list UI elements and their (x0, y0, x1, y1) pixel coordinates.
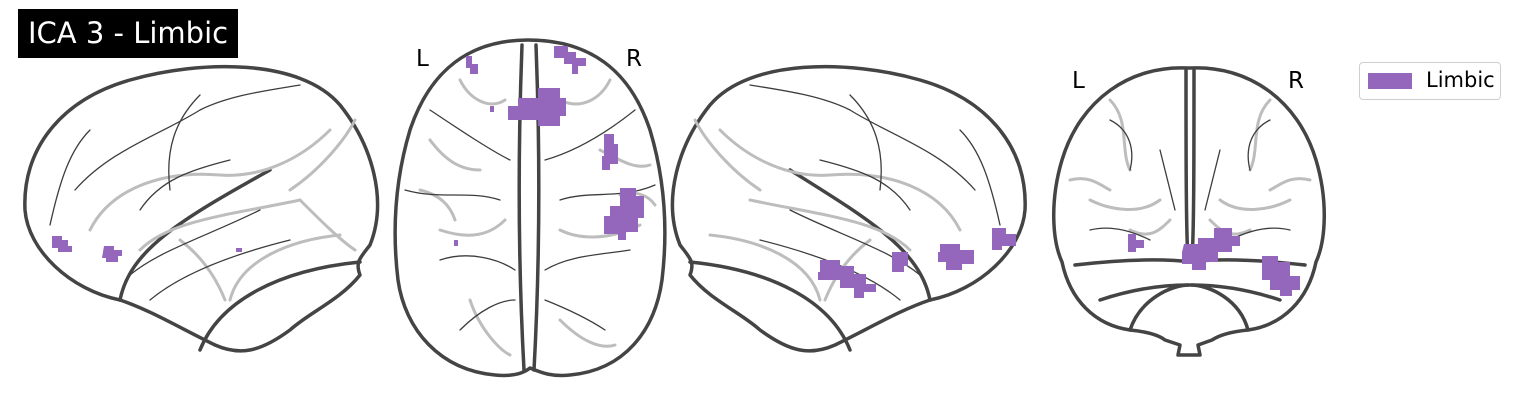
activation-blob (892, 252, 908, 272)
activation-blob (490, 106, 494, 112)
activation-blob (1262, 256, 1300, 296)
activation-blob (466, 56, 478, 74)
activation-blob (1128, 234, 1144, 252)
sagittal-left-view (23, 64, 380, 353)
coronal-left-label: L (1072, 68, 1085, 94)
activation-blob (1182, 228, 1240, 270)
activation-blob (602, 134, 618, 170)
activation-blob (992, 228, 1016, 250)
activation-blob (938, 244, 974, 270)
axial-outline (393, 38, 667, 378)
activation-blob (236, 248, 242, 252)
activation-blob (52, 236, 72, 252)
sagittal-right-blobs (818, 228, 1016, 298)
legend-swatch (1368, 73, 1412, 89)
activation-blob (102, 246, 122, 262)
activation-blob (454, 240, 458, 246)
sagittal-left-blobs (52, 236, 242, 262)
coronal-blobs (1128, 228, 1300, 296)
activation-blob (604, 188, 644, 240)
axial-view: L R (393, 38, 667, 378)
legend-label: Limbic (1426, 68, 1495, 92)
activation-blob (554, 46, 586, 74)
sagittal-right-view (670, 64, 1027, 353)
coronal-outline (1052, 66, 1326, 357)
coronal-view: L R (1052, 66, 1326, 357)
activation-blob (508, 88, 566, 126)
figure-title: ICA 3 - Limbic (18, 9, 239, 58)
axial-right-label: R (626, 46, 642, 72)
coronal-right-label: R (1288, 68, 1304, 94)
axial-left-label: L (416, 46, 429, 72)
axial-blobs (454, 46, 644, 246)
activation-blob (818, 260, 876, 298)
legend: Limbic (1359, 62, 1501, 100)
